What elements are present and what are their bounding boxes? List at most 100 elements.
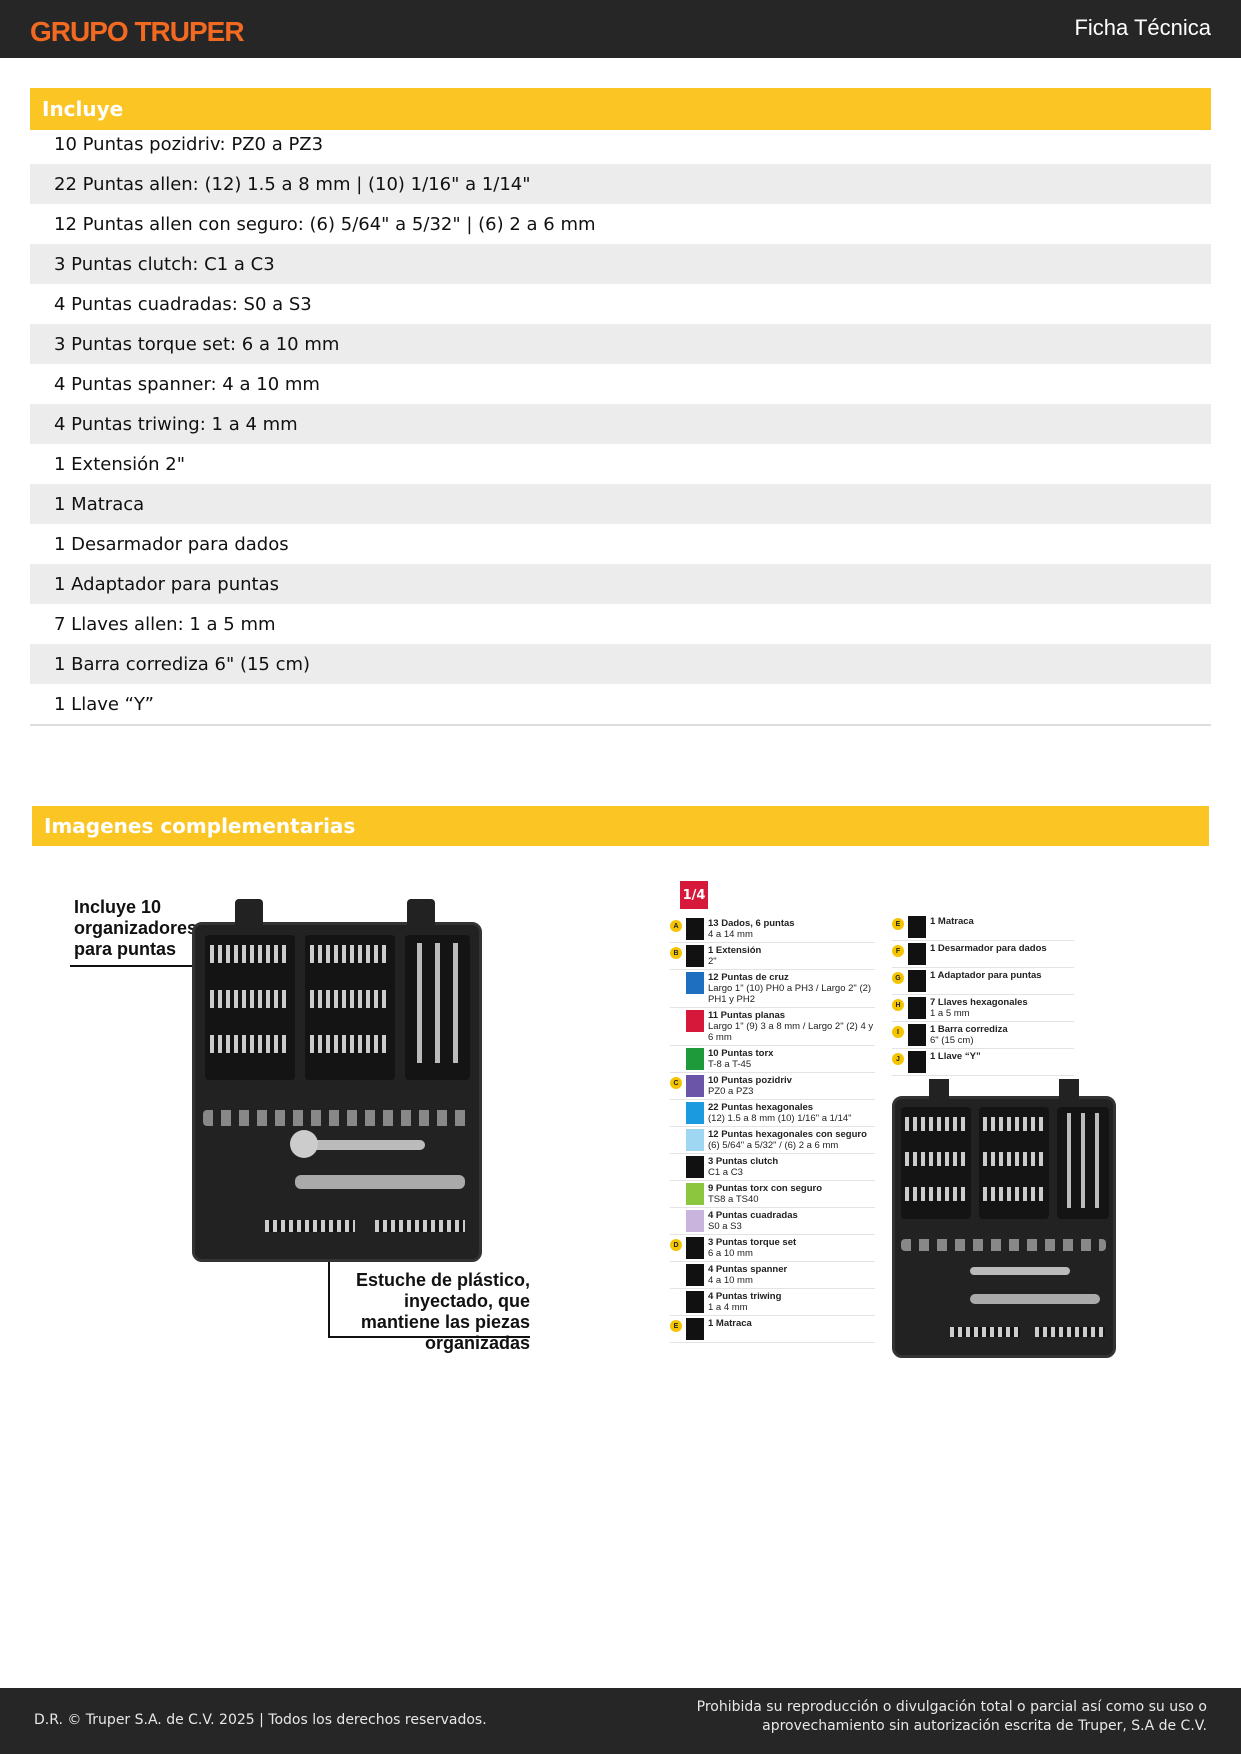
legend-detail: 1 a 4 mm [708, 1302, 748, 1313]
tool-icon [686, 1048, 704, 1070]
legal-line-2: aprovechamiento sin autorización escrita… [762, 1718, 1207, 1734]
tool-icon [686, 1156, 704, 1178]
legend-detail: Largo 1" (9) 3 a 8 mm / Largo 2" (2) 4 y… [708, 1021, 874, 1043]
include-item: 12 Puntas allen con seguro: (6) 5/64" a … [54, 213, 596, 235]
tool-icon [908, 1051, 926, 1073]
legal-notice: Prohibida su reproducción o divulgación … [697, 1698, 1207, 1736]
legend-detail: 6 a 10 mm [708, 1248, 753, 1259]
tool-icon [686, 1183, 704, 1205]
legend-title: 10 Puntas torx [708, 1048, 774, 1059]
legend-detail: 6" (15 cm) [930, 1035, 974, 1046]
letter-badge: C [670, 1077, 682, 1089]
legend-title: 10 Puntas pozidriv [708, 1075, 792, 1086]
include-item: 4 Puntas triwing: 1 a 4 mm [30, 404, 1211, 444]
legend-title: 12 Puntas hexagonales con seguro [708, 1129, 867, 1140]
tool-icon [686, 1102, 704, 1124]
doc-type: Ficha Técnica [1074, 15, 1211, 40]
legend-title: 12 Puntas de cruz [708, 972, 789, 983]
legend-detail: TS8 a TS40 [708, 1194, 759, 1205]
legend-title: 1 Barra corrediza [930, 1024, 1008, 1035]
letter-badge: H [892, 999, 904, 1011]
legend-title: 3 Puntas clutch [708, 1156, 779, 1167]
legend-detail: PZ0 a PZ3 [708, 1086, 754, 1097]
tool-icon [686, 1210, 704, 1232]
include-item: 1 Desarmador para dados [54, 533, 289, 555]
letter-badge: B [670, 947, 682, 959]
toolbox-case-small [892, 1079, 1116, 1358]
legend-title: 1 Adaptador para puntas [930, 970, 1042, 981]
include-item: 10 Puntas pozidriv: PZ0 a PZ3 [54, 133, 324, 155]
include-item: 1 Llave “Y” [54, 693, 155, 715]
tool-icon [908, 916, 926, 938]
callout-line [70, 965, 200, 967]
copyright: D.R. © Truper S.A. de C.V. 2025 | Todos … [34, 1712, 487, 1728]
letter-badge: I [892, 1026, 904, 1038]
letter-badge: E [670, 1320, 682, 1332]
legend-title: 11 Puntas planas [708, 1010, 786, 1021]
tool-icon [686, 972, 704, 994]
letter-badge: E [892, 918, 904, 930]
legend-detail: C1 a C3 [708, 1167, 743, 1178]
include-item: 4 Puntas cuadradas: S0 a S3 [54, 293, 312, 315]
tool-icon [686, 945, 704, 967]
header: GRUPO TRUPER Ficha Técnica [0, 0, 1241, 58]
legend-detail: Largo 1" (10) PH0 a PH3 / Largo 2" (2) P… [708, 983, 872, 1005]
legend-title: 7 Llaves hexagonales [930, 997, 1028, 1008]
includes-heading: Incluye [30, 88, 1211, 130]
tool-icon [686, 1237, 704, 1259]
toolbox-case [192, 899, 482, 1262]
callout-line [328, 1336, 530, 1338]
legend-item: 12 Puntas hexagonales con seguro(6) 5/64… [670, 1127, 875, 1154]
legend-title: 4 Puntas triwing [708, 1291, 782, 1302]
images-heading: Imagenes complementarias [32, 806, 1209, 846]
letter-badge: J [892, 1053, 904, 1065]
letter-badge: D [670, 1239, 682, 1251]
tool-icon [686, 1129, 704, 1151]
legend-title: 1 Extensión [708, 945, 762, 956]
size-badge: 1/4 [680, 881, 708, 909]
legend-detail: (6) 5/64" a 5/32" / (6) 2 a 6 mm [708, 1140, 839, 1151]
legend-detail: 4 a 10 mm [708, 1275, 753, 1286]
legend-title: 1 Llave “Y” [930, 1051, 981, 1062]
legend-title: 1 Matraca [708, 1318, 752, 1329]
include-item: 3 Puntas clutch: C1 a C3 [30, 244, 1211, 284]
tool-icon [908, 997, 926, 1019]
include-item: 1 Extensión 2" [54, 453, 185, 475]
include-item: 1 Matraca [30, 484, 1211, 524]
callout-organizers: Incluye 10 organizadores para puntas [74, 897, 198, 959]
legend-title: 3 Puntas torque set [708, 1237, 797, 1248]
tool-icon [686, 1264, 704, 1286]
legend-detail: T-8 a T-45 [708, 1059, 752, 1070]
include-item: 1 Barra corrediza 6" (15 cm) [30, 644, 1211, 684]
tool-icon [686, 1291, 704, 1313]
legal-line-1: Prohibida su reproducción o divulgación … [696, 1699, 1207, 1715]
letter-badge: A [670, 920, 682, 932]
footer: D.R. © Truper S.A. de C.V. 2025 | Todos … [0, 1688, 1241, 1754]
logo: GRUPO TRUPER [30, 16, 245, 47]
legend-item: J 1 Llave “Y” [892, 1049, 1074, 1076]
legend-detail: S0 a S3 [708, 1221, 742, 1232]
tool-icon [908, 1024, 926, 1046]
include-item: 4 Puntas spanner: 4 a 10 mm [54, 373, 320, 395]
legend-detail: (12) 1.5 a 8 mm (10) 1/16" a 1/14" [708, 1113, 852, 1124]
include-item: 7 Llaves allen: 1 a 5 mm [54, 613, 276, 635]
callout-case: Estuche de plástico, inyectado, que mant… [355, 1270, 530, 1353]
letter-badge: F [892, 945, 904, 957]
legend-title: 4 Puntas spanner [708, 1264, 788, 1275]
tool-icon [686, 1075, 704, 1097]
callout-line [328, 1262, 330, 1337]
